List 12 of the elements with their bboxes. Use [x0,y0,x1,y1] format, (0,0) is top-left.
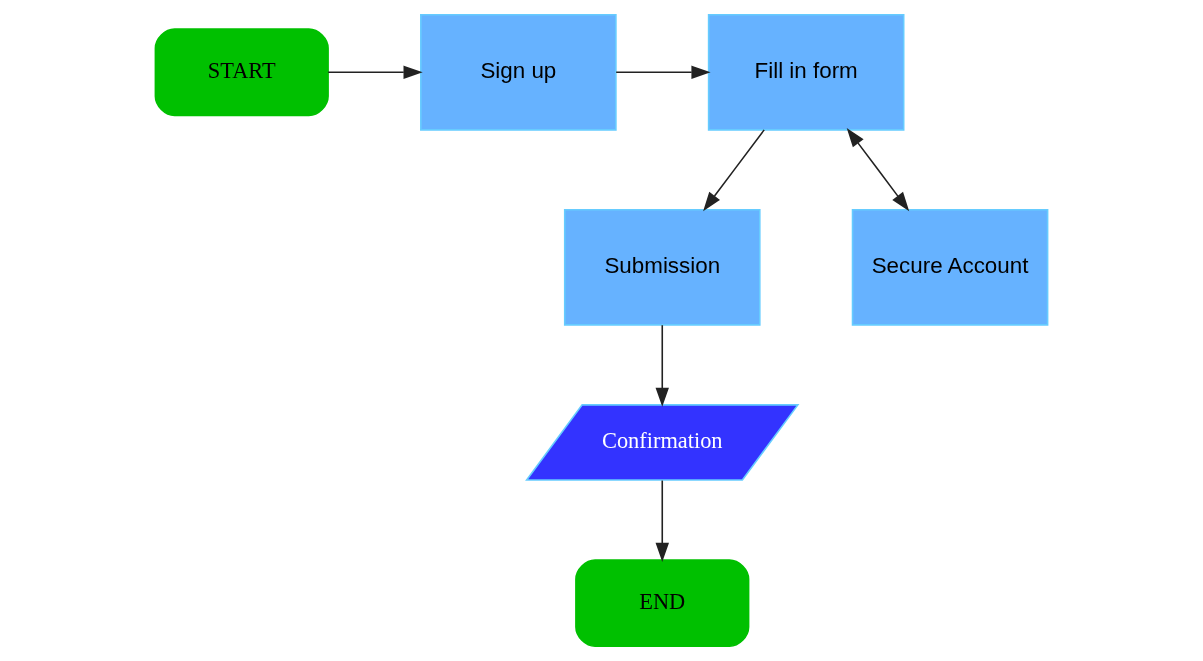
node-box: Fill in form [707,13,905,131]
node-box: START [154,28,329,117]
arrow [615,65,711,79]
arrow [846,127,910,212]
arrow [703,129,765,212]
arrow [655,479,669,563]
node-box: END [575,559,750,648]
node-box: Secure Account [851,209,1049,326]
node-box: Submission [563,209,761,326]
arrow [655,324,669,407]
arrow [327,65,423,79]
node-box: Sign up [420,13,617,131]
